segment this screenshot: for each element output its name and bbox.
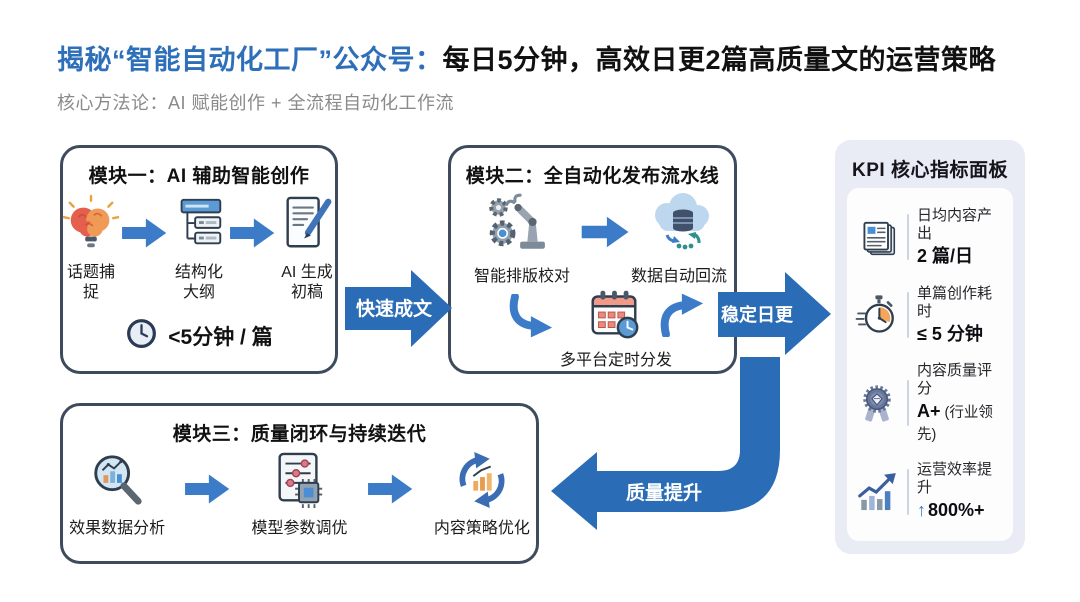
stopwatch-icon: [855, 293, 899, 337]
flow-step-label: 话题捕捉: [66, 264, 115, 301]
page-title-highlight: 揭秘“智能自动化工厂”公众号：: [57, 45, 443, 75]
curved-arrow-down-icon: [506, 292, 554, 345]
divider: [907, 291, 909, 338]
kpi-panel: KPI 核心指标面板: [835, 140, 1025, 554]
kpi-row-time: 单篇创作耗时 ≤ 5 分钟: [855, 285, 1005, 346]
module1-metric: <5分钟 / 篇: [63, 317, 335, 355]
flow-step-label: 智能排版校对: [473, 268, 570, 285]
curved-arrow-up-icon: [657, 291, 705, 342]
kpi-panel-title: KPI 核心指标面板: [852, 160, 1008, 181]
flow-step-label: 效果数据分析: [69, 520, 166, 537]
page-title: 揭秘“智能自动化工厂”公众号：每日5分钟，高效日更2篇高质量文的运营策略: [57, 38, 996, 77]
kpi-label: 单篇创作耗时: [917, 284, 993, 320]
kpi-value-main: A+: [917, 401, 941, 422]
clock-icon: [125, 317, 158, 355]
kpi-label: 内容质量评分: [917, 362, 993, 398]
module3-box: 模块三：质量闭环与持续迭代 效果数据分析: [60, 403, 539, 564]
flow-step-label: 多平台定时分发: [559, 352, 672, 369]
page-title-rest: 每日5分钟，高效日更2篇高质量文的运营策略: [442, 45, 997, 75]
divider: [907, 380, 909, 427]
module2-title: 模块二：全自动化发布流水线: [465, 166, 720, 187]
kpi-value-main: 800%+: [928, 500, 985, 521]
flow-step-label: 模型参数调优: [251, 520, 348, 537]
cycle-chart-icon: [453, 451, 511, 514]
kpi-value: ↑800%+: [917, 500, 1005, 522]
kpi-label: 日均内容产出: [917, 207, 993, 242]
quality-feedback-arrow-label: 质量提升: [626, 481, 702, 504]
kpi-value-suffix: (行业领先): [917, 405, 993, 443]
module1-metric-text: <5分钟 / 篇: [168, 326, 273, 349]
module2-box: 模块二：全自动化发布流水线: [448, 145, 737, 374]
medal-icon: [855, 381, 899, 425]
kpi-card: 日均内容产出 2 篇/日: [847, 188, 1013, 541]
flow-step-label: 数据自动回流: [630, 268, 727, 285]
fast-writing-arrow-label: 快速成文: [356, 297, 433, 320]
brain-bulb-icon: [62, 194, 120, 258]
kpi-row-efficiency: 运营效率提升 ↑800%+: [855, 461, 1005, 522]
robot-gears-icon: [483, 192, 549, 259]
kpi-row-output: 日均内容产出 2 篇/日: [855, 207, 1005, 268]
module1-box: 模块一：AI 辅助智能创作: [60, 145, 338, 374]
cloud-database-icon: [647, 190, 715, 259]
sliders-chip-icon: [270, 452, 328, 514]
module3-flow: 效果数据分析: [63, 450, 536, 539]
header: 揭秘“智能自动化工厂”公众号：每日5分钟，高效日更2篇高质量文的运营策略 核心方…: [57, 38, 996, 115]
up-arrow-icon: ↑: [917, 500, 926, 521]
flow-step-label: 内容策略优化: [433, 520, 530, 537]
flow-step-label: 结构化大纲: [174, 264, 223, 301]
module1-flow: 话题捕捉 结构化大纲: [62, 194, 336, 303]
right-arrow-icon: [581, 214, 631, 255]
module1-title: 模块一：AI 辅助智能创作: [88, 166, 310, 187]
document-pen-icon: [278, 196, 336, 258]
right-arrow-icon: [367, 472, 414, 511]
calendar-clock-icon: [585, 286, 643, 347]
page-subtitle: 核心方法论：AI 赋能创作 + 全流程自动化工作流: [57, 93, 455, 113]
divider: [907, 214, 909, 261]
kpi-row-quality: 内容质量评分 A+ (行业领先): [855, 362, 1005, 444]
flow-step-label: AI 生成初稿: [281, 264, 333, 301]
flow-step-data-analysis: 效果数据分析: [63, 450, 171, 539]
kpi-value: 2 篇/日: [917, 246, 974, 266]
flow-step-strategy-optimize: 内容策略优化: [428, 450, 536, 539]
flow-step-topic-capture: 话题捕捉: [62, 194, 120, 303]
right-arrow-icon: [185, 472, 231, 511]
right-arrow-icon: [230, 216, 276, 255]
flow-step-ai-draft: AI 生成初稿: [278, 194, 336, 303]
stacked-docs-icon: [855, 215, 899, 259]
module3-title: 模块三：质量闭环与持续迭代: [172, 424, 427, 445]
kpi-value: A+ (行业领先): [917, 401, 1005, 444]
magnifier-chart-icon: [88, 455, 146, 514]
flow-step-outline: 结构化大纲: [170, 194, 228, 303]
kpi-value: ≤ 5 分钟: [917, 323, 983, 344]
right-arrow-icon: [122, 216, 168, 255]
growth-chart-icon: [855, 470, 899, 514]
fast-writing-arrow: [345, 270, 452, 347]
divider: [907, 468, 909, 515]
flow-step-model-tuning: 模型参数调优: [245, 450, 353, 539]
quality-feedback-arrow: [551, 357, 780, 530]
kpi-label: 运营效率提升: [917, 461, 993, 497]
outline-tree-icon: [170, 198, 228, 258]
